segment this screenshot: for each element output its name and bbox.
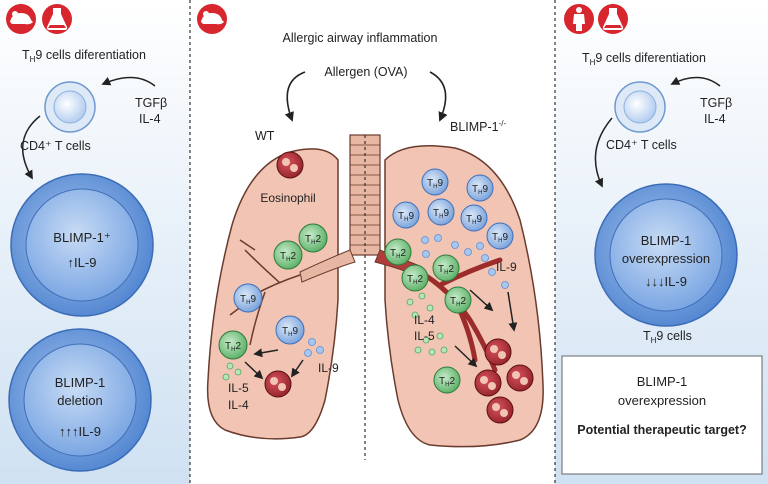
svg-text:TH2: TH2 [225, 341, 241, 353]
box-question: Potential therapeutic target? [577, 423, 746, 437]
left-title: TH9 cells diferentiation [22, 48, 146, 64]
svg-text:TH9: TH9 [282, 326, 298, 338]
arrow-wt-2 [244, 361, 264, 380]
svg-text:TH2: TH2 [305, 234, 321, 246]
arrow-wt-1 [253, 348, 279, 358]
wt-label: WT [255, 129, 275, 143]
arrow-ko-1 [469, 289, 494, 312]
signal-tgfb-right: TGFβ [700, 96, 732, 110]
middle-title: Allergic airway inflammation [283, 31, 438, 45]
signal-il4-right: IL-4 [704, 112, 726, 126]
flask-icon [42, 4, 72, 34]
mouse-icon [6, 4, 36, 34]
th2-cell: TH2 [298, 223, 328, 253]
svg-text:TH2: TH2 [439, 376, 455, 388]
wt-il4-label: IL-4 [228, 398, 249, 412]
therapeutic-box [561, 355, 763, 475]
box-line2: overexpression [618, 393, 706, 408]
svg-text:TH9: TH9 [433, 208, 449, 220]
flask-icon [598, 4, 628, 34]
arrow-signal-right [670, 76, 721, 87]
arrow-wt-3 [290, 359, 304, 378]
eosinophil-cluster [474, 338, 534, 424]
blimp-positive-label: BLIMP-1⁺ [53, 230, 110, 245]
overexpression-il9: ↓↓↓IL-9 [645, 274, 687, 289]
ko-il9-label: IL-9 [496, 260, 517, 274]
il4-il5-dots-ko [406, 292, 448, 356]
eosinophil [264, 370, 292, 398]
cd4-label-left: CD4⁺ T cells [20, 139, 91, 153]
human-icon [564, 4, 594, 34]
arrow-ko-2 [507, 291, 518, 332]
lung-left [206, 148, 339, 440]
ko-label: BLIMP-1-/- [450, 119, 507, 134]
th2-cell: TH2 [218, 330, 248, 360]
arrow-signal-left [101, 76, 156, 87]
il5-il4-dots-wt [222, 362, 242, 381]
blimp-deletion-line2: deletion [57, 393, 103, 408]
il9-dots-ko [421, 234, 509, 289]
th9-cell: TH9 [233, 283, 263, 313]
th9-cluster: TH9 TH9 TH9 TH9 TH9 TH9 [392, 168, 514, 250]
ko-il4-label: IL-4 [414, 313, 435, 327]
arrow-allergen-ko [429, 71, 448, 122]
box-line1: BLIMP-1 [637, 374, 688, 389]
allergen-label: Allergen (OVA) [324, 65, 407, 79]
th9-cells-caption: TH9 cells [643, 329, 692, 345]
svg-text:TH9: TH9 [240, 294, 256, 306]
th2-cluster: TH2 TH2 TH2 TH2 TH2 [384, 238, 472, 394]
svg-text:TH9: TH9 [472, 184, 488, 196]
arrow-diff-right [594, 117, 613, 188]
bronchi-left [229, 239, 301, 346]
blimp-positive-il9: ↑IL-9 [68, 255, 97, 270]
svg-text:TH2: TH2 [438, 264, 454, 276]
cd4-nucleus-right [623, 90, 657, 124]
blimp-deletion-line1: BLIMP-1 [55, 375, 106, 390]
cd4-nucleus-left [53, 90, 87, 124]
signal-il4-left: IL-4 [139, 112, 161, 126]
il9-dots-wt [304, 338, 324, 357]
eosinophil-label: Eosinophil [260, 191, 315, 205]
th2-cell: TH2 [273, 240, 303, 270]
mouse-icon [197, 4, 227, 34]
blimp-deletion-cell [8, 328, 152, 472]
blimp-positive-cell [10, 173, 154, 317]
blimp-deletion-il9: ↑↑↑IL-9 [59, 424, 101, 439]
svg-text:TH9: TH9 [398, 211, 414, 223]
svg-text:TH2: TH2 [407, 274, 423, 286]
ko-il5-label: IL-5 [414, 329, 435, 343]
overexpression-line1: BLIMP-1 [641, 233, 692, 248]
arrow-allergen-wt [284, 71, 306, 122]
svg-text:TH9: TH9 [492, 232, 508, 244]
th9-cell: TH9 [275, 315, 305, 345]
svg-text:TH9: TH9 [466, 214, 482, 226]
wt-il9-label: IL-9 [318, 361, 339, 375]
wt-il5-label: IL-5 [228, 381, 249, 395]
eosinophil [276, 151, 304, 179]
svg-text:TH9: TH9 [427, 178, 443, 190]
arrow-ko-3 [454, 345, 478, 368]
svg-text:TH2: TH2 [390, 248, 406, 260]
signal-tgfb-left: TGFβ [135, 96, 167, 110]
svg-text:TH2: TH2 [450, 296, 466, 308]
right-title: TH9 cells diferentiation [582, 51, 706, 67]
cd4-label-right: CD4⁺ T cells [606, 138, 677, 152]
svg-text:TH2: TH2 [280, 251, 296, 263]
arrow-diff-left [21, 115, 41, 180]
overexpression-line2: overexpression [622, 251, 710, 266]
blimp-overexpression-cell [594, 183, 738, 327]
